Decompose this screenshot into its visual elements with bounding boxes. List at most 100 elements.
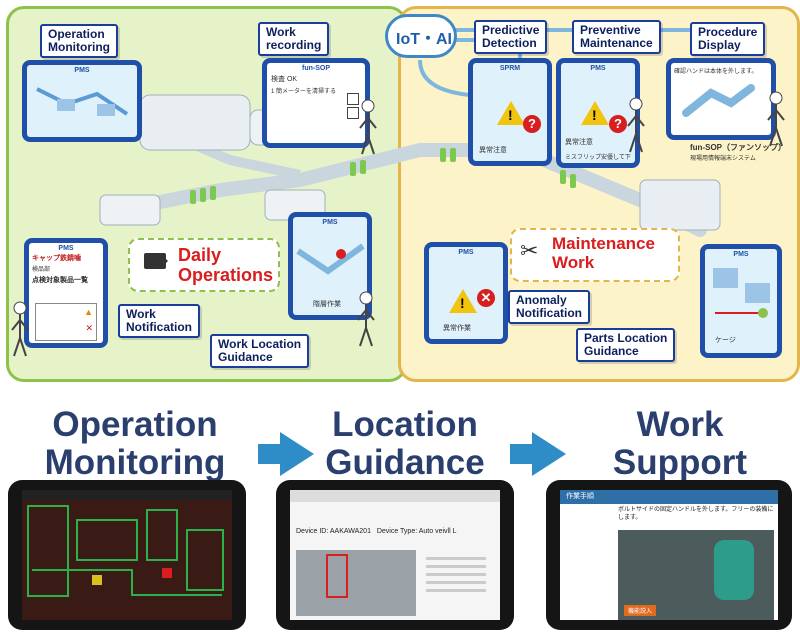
worker-icon xyxy=(767,91,785,147)
notification-subtitle: 検品部 xyxy=(32,267,51,273)
label-procedure-display: Procedure Display xyxy=(690,22,766,56)
work-support-screen: 作業手順 ボルトサイドの固定ハンドルを外します。フリーの装備にします。 機能説入 xyxy=(560,490,778,620)
label-preventive-maintenance: Preventive Maintenance xyxy=(572,20,661,54)
daily-line-2: Operations xyxy=(178,265,274,285)
warning-icon: ! xyxy=(497,101,525,125)
bottle-icon xyxy=(560,170,566,184)
inspection-table xyxy=(35,303,97,341)
tools-icon: ✂ xyxy=(520,238,539,263)
guidance-text: 階層作業 xyxy=(313,301,341,308)
arrow-shaft xyxy=(510,444,534,464)
monitoring-screen xyxy=(22,490,232,620)
cloud-label: IoT・AI xyxy=(396,31,452,48)
error-icon: ✕ xyxy=(477,289,495,307)
checkbox-icon xyxy=(347,93,359,105)
label-work-recording: Work recording xyxy=(258,22,330,56)
warning-icon: ! xyxy=(581,101,609,125)
monitoring-toolbar xyxy=(22,490,232,500)
parts-text: ケージ xyxy=(715,337,736,344)
device-info: Device ID: AAKAWA201 Device Type: Auto v… xyxy=(296,528,457,535)
arrow-right-icon xyxy=(280,432,314,476)
warning-text: 異常注意 xyxy=(479,147,507,154)
highlight-box xyxy=(326,554,348,598)
label-anomaly-notification: Anomaly Notification xyxy=(508,290,590,324)
tablet-header: PMS xyxy=(590,65,606,72)
work-notification-tablet: PMS キャップ鉄錆噛 検品部 点検対象製品一覧 ▲ ✕ xyxy=(24,238,108,348)
anomaly-text: 異常作業 xyxy=(443,325,471,332)
location-tablet: Device ID: AAKAWA201 Device Type: Auto v… xyxy=(276,480,514,630)
daily-operations-box: Daily Operations xyxy=(128,238,280,292)
label-work-location-guidance: Work Location Guidance xyxy=(210,334,310,368)
parts-map-graphic xyxy=(713,268,770,318)
procedure-instruction: ボルトサイドの固定ハンドルを外します。フリーの装備にします。 xyxy=(618,507,774,521)
triangle-icon: ▲ xyxy=(84,307,93,317)
worker-icon xyxy=(359,99,377,155)
bottle-icon xyxy=(210,186,216,200)
bottle-icon xyxy=(570,174,576,188)
plant-photo xyxy=(296,550,416,616)
operation-monitoring-tablet: PMS xyxy=(22,60,142,142)
tablet-header: PMS xyxy=(458,249,474,256)
worker-icon xyxy=(11,301,29,357)
question-icon: ? xyxy=(609,115,627,133)
process-flow-graphic xyxy=(36,87,129,116)
arrow-shaft xyxy=(258,444,282,464)
tablet-header: PMS xyxy=(733,251,749,258)
predictive-detection-tablet: SPRM ! ? 異常注意 xyxy=(468,58,552,166)
bottle-icon xyxy=(440,148,446,162)
worker-icon xyxy=(627,97,645,153)
funsop-brand: fun-SOP（ファンソップ） xyxy=(690,143,786,152)
arrow-right-icon xyxy=(532,432,566,476)
parts-location-tablet: PMS ケージ xyxy=(700,244,782,358)
inspection-list-title: 点検対象製品一覧 xyxy=(32,277,88,284)
maintenance-work-box: ✂ Maintenance Work xyxy=(510,228,680,282)
heading-work-support: Work Support xyxy=(612,405,748,482)
tablet-header: PMS xyxy=(58,245,74,252)
cross-icon: ✕ xyxy=(85,323,93,333)
heading-location-guidance: Location Guidance xyxy=(325,405,485,482)
location-map-graphic xyxy=(296,243,365,275)
worker-icon xyxy=(357,291,375,347)
bottle-icon xyxy=(190,190,196,204)
input-button[interactable]: 機能説入 xyxy=(624,605,657,616)
work-photo xyxy=(618,530,774,620)
checkbox-icon xyxy=(347,107,359,119)
warning-icon: ! xyxy=(449,289,477,313)
label-parts-location-guidance: Parts Location Guidance xyxy=(576,328,676,362)
work-support-tablet: 作業手順 ボルトサイドの固定ハンドルを外します。フリーの装備にします。 機能説入 xyxy=(546,480,792,630)
funsop-subtitle: 現場用情報端末システム xyxy=(690,156,756,162)
monitoring-tablet xyxy=(8,480,246,630)
label-operation-monitoring: Operation Monitoring xyxy=(40,24,118,58)
work-recording-tablet: fun-SOP 検査 OK 1 簡メーターを清掃する xyxy=(262,58,370,148)
daily-line-1: Daily xyxy=(178,245,222,265)
tablet-header: PMS xyxy=(322,219,338,226)
procedure-text: 確認ハンドは本体を外します。 xyxy=(674,69,758,75)
label-predictive-detection: Predictive Detection xyxy=(474,20,548,54)
question-icon: ? xyxy=(523,115,541,133)
recording-line-2: 1 簡メーターを清掃する xyxy=(271,89,337,95)
iot-ai-cloud-icon: IoT・AI xyxy=(385,14,457,58)
location-screen: Device ID: AAKAWA201 Device Type: Auto v… xyxy=(290,490,500,620)
heading-operation-monitoring: Operation Monitoring xyxy=(44,405,226,482)
work-location-tablet: PMS 階層作業 xyxy=(288,212,372,320)
warning-instruction: ミスフリップ安優して下さい。 xyxy=(565,155,631,161)
maintenance-line-2: Work xyxy=(552,253,595,272)
bottle-icon xyxy=(350,162,356,176)
recording-line-1: 検査 OK xyxy=(271,76,298,83)
device-list xyxy=(426,552,486,612)
tablet-header: SPRM xyxy=(499,65,521,72)
browser-bar xyxy=(290,490,500,502)
bottle-icon xyxy=(200,188,206,202)
bottle-icon xyxy=(360,160,366,174)
plant-schematic-graphic xyxy=(27,505,224,597)
anomaly-notification-tablet: PMS ! ✕ 異常作業 xyxy=(424,242,508,344)
warning-text: 異常注意 xyxy=(565,139,593,146)
tablet-header: fun-SOP xyxy=(302,65,330,72)
procedure-display-tablet: 確認ハンドは本体を外します。 xyxy=(666,58,776,140)
procedure-header: 作業手順 xyxy=(560,490,778,504)
label-work-notification: Work Notification xyxy=(118,304,200,338)
camera-lens-icon xyxy=(160,253,168,269)
hand-procedure-graphic xyxy=(682,84,755,117)
tablet-header: PMS xyxy=(74,67,90,74)
bottle-icon xyxy=(450,148,456,162)
